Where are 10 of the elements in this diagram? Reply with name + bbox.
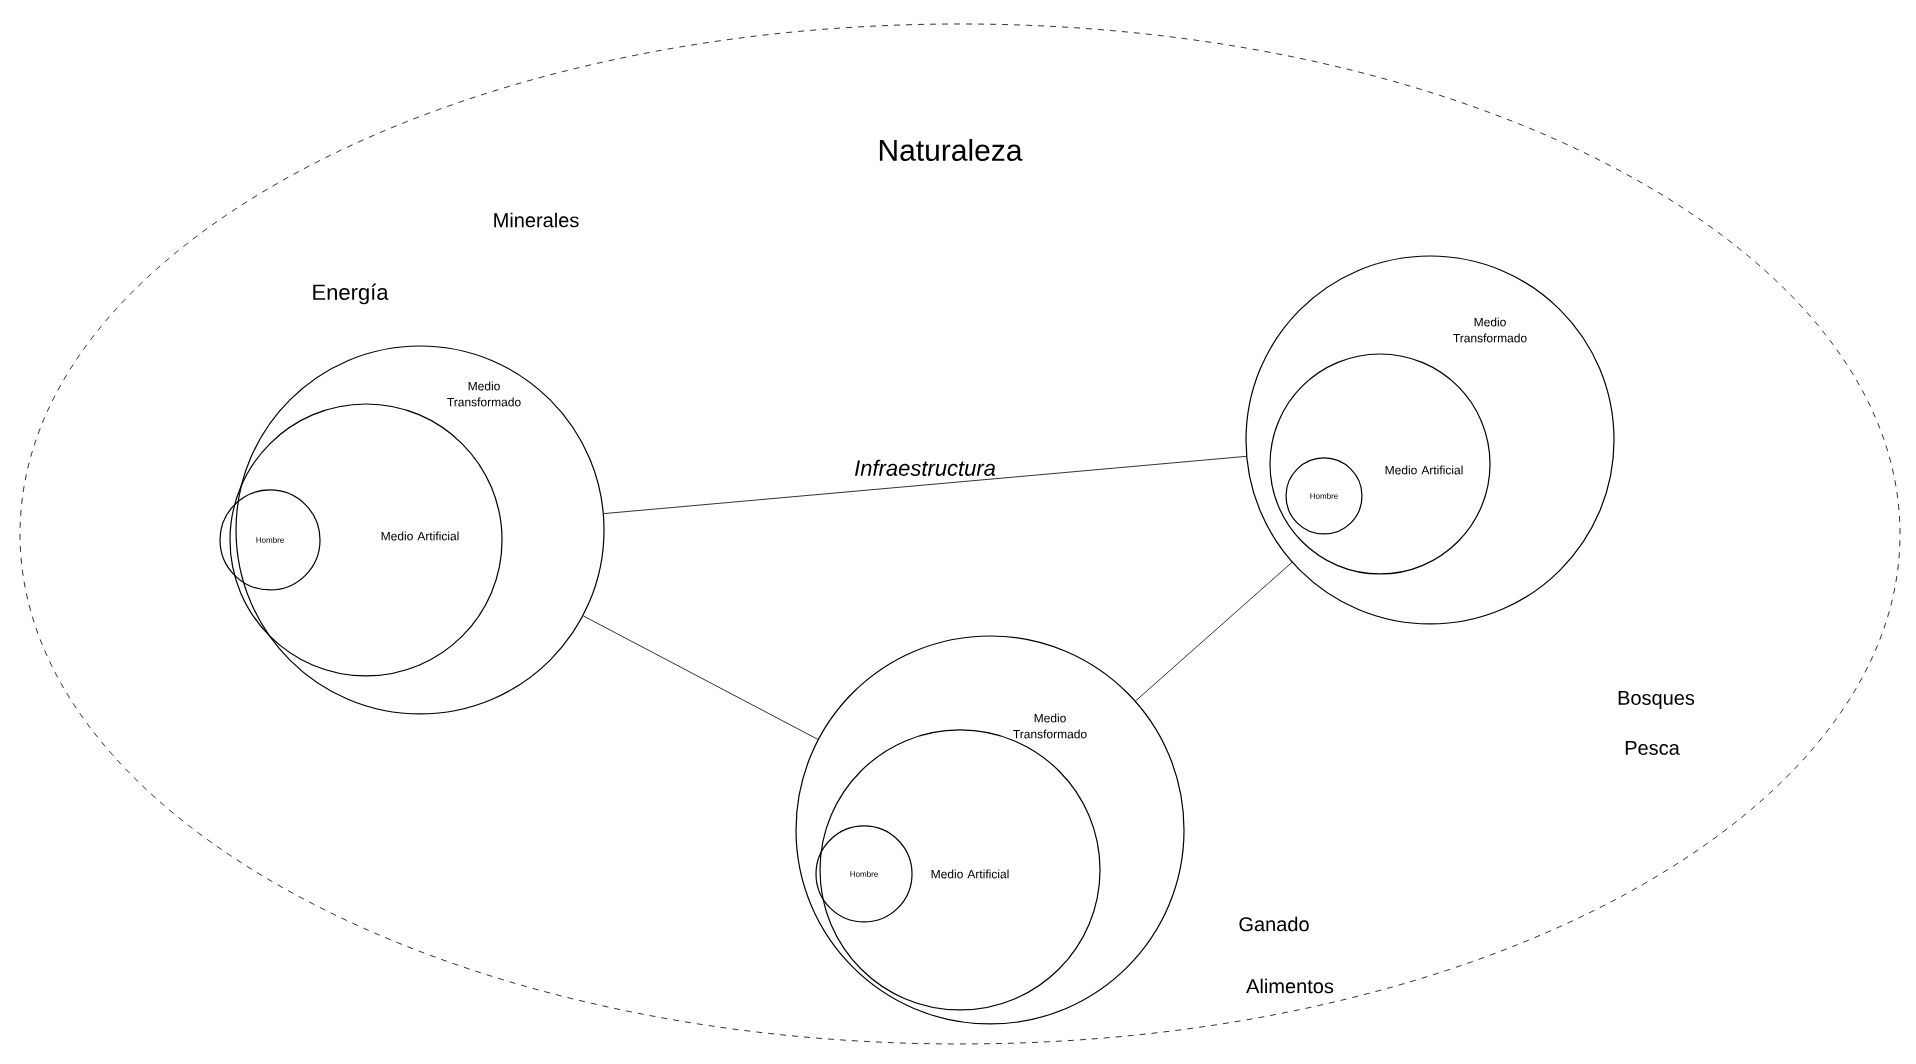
region-label: Alimentos [1246, 978, 1334, 994]
connector-line [603, 455, 1247, 514]
region-label: Minerales [494, 212, 579, 228]
edge-label: Infraestructura [854, 459, 996, 476]
region-label: Bosques [1618, 691, 1695, 709]
connector-line [582, 615, 819, 740]
connector-line [1135, 562, 1293, 702]
region-label: Energía [313, 283, 389, 305]
region-label: Pesca [1625, 741, 1680, 755]
region-label: Ganado [1239, 916, 1309, 932]
